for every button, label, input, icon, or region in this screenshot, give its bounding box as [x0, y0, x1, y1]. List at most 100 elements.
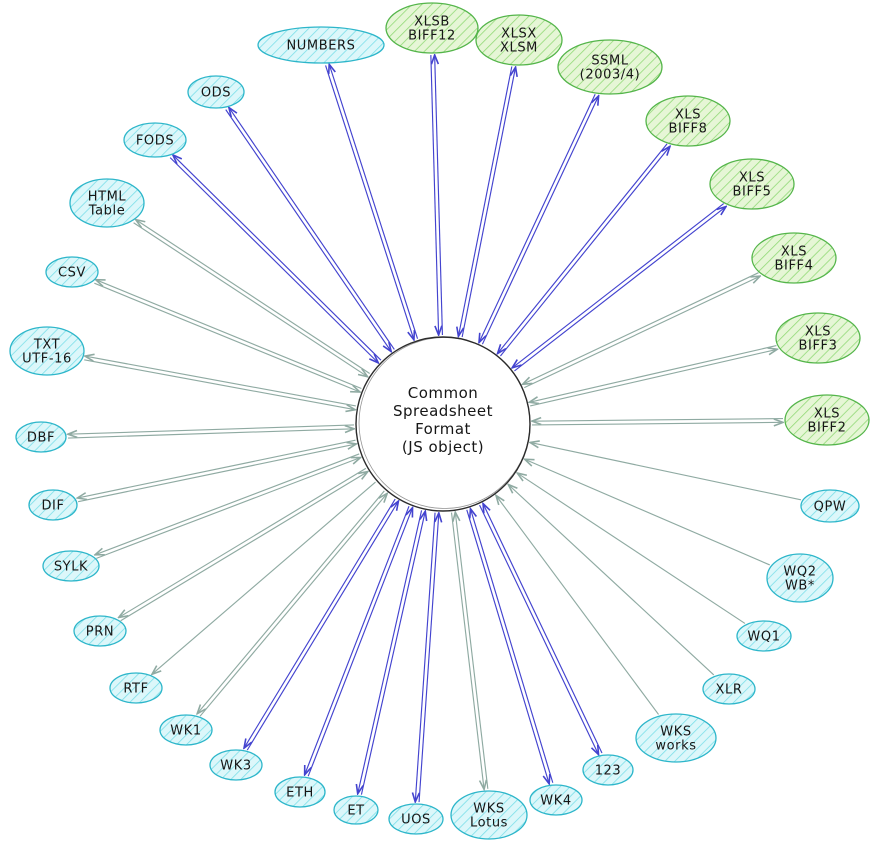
edge-html-table	[133, 220, 371, 377]
edge-wk3	[244, 498, 398, 751]
node-fods: FODS	[123, 122, 187, 158]
edge-xls-biff4	[523, 272, 760, 389]
node-dif: DIF	[28, 489, 78, 521]
node-shape-xlr	[702, 673, 756, 705]
edge-dbf	[68, 424, 354, 439]
node-rtf: RTF	[109, 672, 163, 704]
edge-csv	[94, 280, 361, 392]
node-numbers: NUMBERS	[257, 26, 385, 64]
node-label-wq1: WQ1	[747, 630, 780, 645]
node-label-ods: ODS	[201, 86, 231, 101]
node-ssml-2003-4: SSML(2003/4)	[557, 39, 663, 95]
node-123: 123	[582, 754, 634, 786]
edge-numbers	[325, 64, 419, 340]
edge-qpw	[530, 442, 802, 501]
edge-wks-lotus	[450, 512, 489, 789]
node-shape-html-table	[69, 178, 145, 228]
node-shape-rtf	[109, 672, 163, 704]
edge-prn	[119, 467, 368, 622]
edges	[68, 55, 802, 802]
node-shape-wks-lotus	[450, 790, 528, 840]
node-shape-fods	[123, 122, 187, 158]
node-uos: UOS	[388, 803, 444, 835]
node-label-dif: DIF	[41, 499, 64, 514]
node-shape-xlsx-xlsm	[475, 14, 563, 66]
node-label-dbf: DBF	[27, 431, 55, 446]
edge-et	[358, 510, 426, 794]
node-shape-et	[333, 795, 379, 825]
node-label-sylk: SYLK	[54, 560, 88, 575]
node-et: ET	[333, 795, 379, 825]
node-shape-wq1	[736, 620, 792, 652]
node-shape-wk3	[209, 749, 263, 781]
node-label-numbers: NUMBERS	[286, 39, 355, 54]
edge-wk4	[466, 509, 554, 784]
node-shape-wk4	[529, 784, 583, 816]
node-shape-txt-utf16	[9, 326, 85, 376]
node-label-et: ET	[347, 804, 364, 819]
edge-ssml-2003-4	[479, 94, 599, 344]
node-shape-xls-biff2	[784, 394, 870, 446]
node-label-fods: FODS	[136, 134, 174, 149]
edge-xls-biff2	[532, 419, 783, 425]
node-label-rtf: RTF	[123, 682, 148, 697]
node-shape-xls-biff3	[775, 312, 861, 364]
node-label-wk1: WK1	[170, 724, 201, 739]
center-circle-sketch	[358, 337, 531, 509]
node-label-wk3: WK3	[220, 759, 251, 774]
node-dbf: DBF	[15, 421, 67, 453]
node-label-123: 123	[595, 764, 622, 779]
node-wk1: WK1	[159, 714, 213, 746]
node-shape-eth	[274, 776, 326, 808]
node-shape-dbf	[15, 421, 67, 453]
edge-rtf	[152, 481, 376, 674]
edge-wks-works	[496, 495, 660, 715]
edge-fods	[169, 155, 382, 363]
node-ods: ODS	[187, 75, 245, 109]
node-shape-wk1	[159, 714, 213, 746]
edge-xls-biff5	[512, 203, 726, 372]
node-label-csv: CSV	[58, 266, 86, 281]
edge-wq2-wb	[525, 459, 771, 566]
node-shape-dif	[28, 489, 78, 521]
node-shape-prn	[73, 615, 127, 647]
edge-xls-biff8	[497, 143, 670, 357]
node-shape-ods	[187, 75, 245, 109]
node-wk3: WK3	[209, 749, 263, 781]
node-label-xlr: XLR	[716, 683, 743, 698]
node-shape-xls-biff5	[709, 158, 795, 210]
edge-ods	[225, 107, 395, 351]
edge-xlr	[508, 484, 715, 676]
node-shape-ssml-2003-4	[557, 39, 663, 95]
node-xlr: XLR	[702, 673, 756, 705]
edge-txt-utf16	[84, 356, 356, 410]
node-shape-qpw	[800, 489, 860, 523]
edge-xls-biff3	[529, 345, 777, 407]
node-prn: PRN	[73, 615, 127, 647]
edge-wq1	[517, 473, 746, 624]
node-sylk: SYLK	[42, 550, 100, 582]
node-shape-wq2-wb	[766, 553, 834, 603]
edge-123	[479, 504, 603, 755]
edge-xlsb-biff12	[430, 55, 444, 335]
edge-xlsx-xlsm	[458, 66, 515, 337]
